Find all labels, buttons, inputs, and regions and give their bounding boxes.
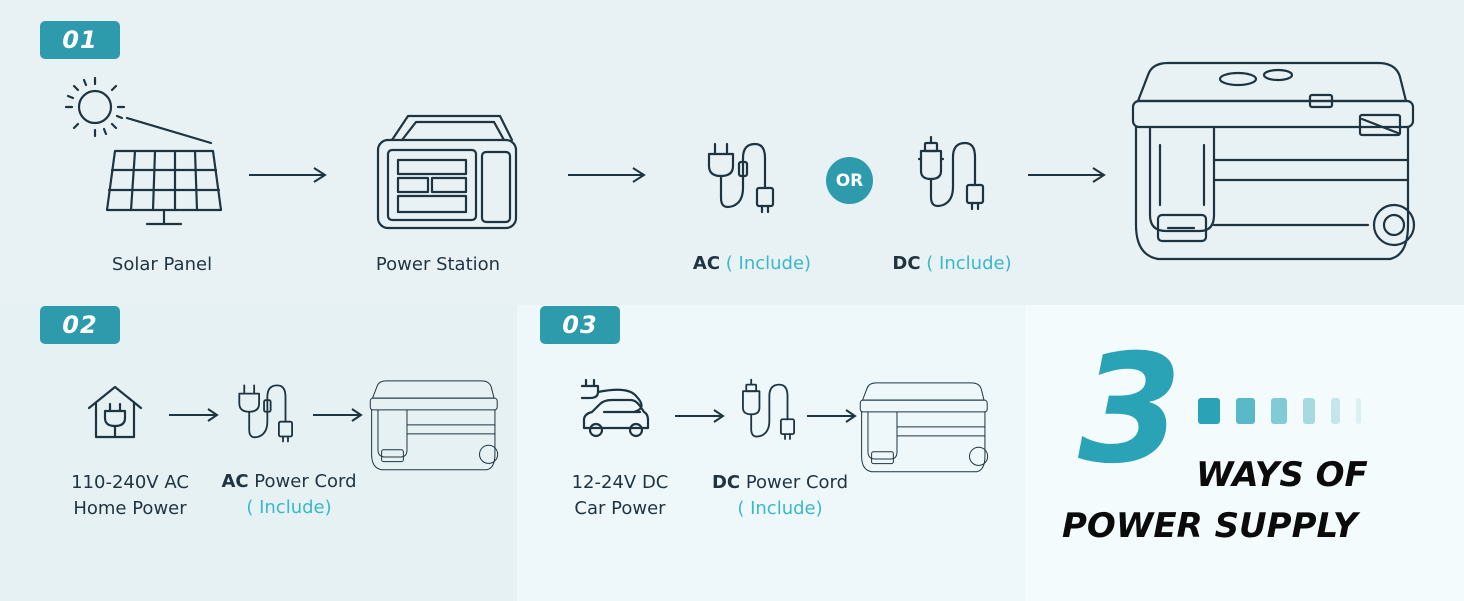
step-badge-03: 03: [540, 306, 620, 344]
headline-number: 3: [1078, 323, 1183, 497]
power-station-icon: [376, 114, 518, 230]
fridge-icon: [1131, 61, 1416, 261]
decor-bar: [1198, 398, 1220, 424]
fridge-icon: [859, 382, 989, 473]
decor-bar: [1303, 398, 1315, 424]
sun-ray-line: [125, 116, 213, 145]
decor-bar: [1356, 398, 1361, 424]
section-solar: [0, 0, 1464, 305]
ac-power-cord-label: AC Power Cord ( Include): [221, 471, 357, 518]
car-power-label: 12-24V DC Car Power: [571, 472, 669, 519]
ac-include-label: AC ( Include): [692, 253, 812, 274]
electric-car-icon: [580, 378, 650, 438]
dc-include-label: DC ( Include): [892, 253, 1012, 274]
section-car: [517, 305, 1025, 601]
solar-panel-icon: [105, 149, 223, 226]
step-badge-02: 02: [40, 306, 120, 344]
power-station-label: Power Station: [375, 254, 501, 275]
headline-line1: WAYS OF: [1196, 455, 1368, 495]
home-power-label: 110-240V AC Home Power: [71, 472, 189, 519]
solar-panel-label: Solar Panel: [111, 254, 213, 275]
dc-plug-icon: [917, 135, 985, 211]
ac-plug-icon: [238, 384, 294, 443]
arrow-right-icon: [313, 408, 363, 422]
step-badge-01: 01: [40, 21, 120, 59]
house-plug-icon: [87, 385, 143, 439]
section-home: [0, 305, 517, 601]
arrow-right-icon: [169, 408, 219, 422]
section-headline: [1025, 305, 1464, 601]
or-badge: OR: [826, 157, 873, 204]
arrow-right-icon: [568, 167, 646, 183]
decor-bar: [1271, 398, 1287, 424]
arrow-right-icon: [807, 409, 857, 423]
arrow-right-icon: [675, 409, 725, 423]
ac-plug-icon: [707, 142, 775, 214]
dc-power-cord-label: DC Power Cord ( Include): [711, 472, 849, 519]
decor-bar: [1236, 398, 1255, 424]
arrow-right-icon: [249, 167, 327, 183]
fridge-icon: [369, 380, 499, 471]
decor-bar: [1331, 398, 1340, 424]
sun-icon: [64, 76, 126, 138]
dc-plug-icon: [742, 378, 796, 440]
headline-line2: POWER SUPPLY: [1062, 506, 1358, 546]
arrow-right-icon: [1028, 167, 1106, 183]
